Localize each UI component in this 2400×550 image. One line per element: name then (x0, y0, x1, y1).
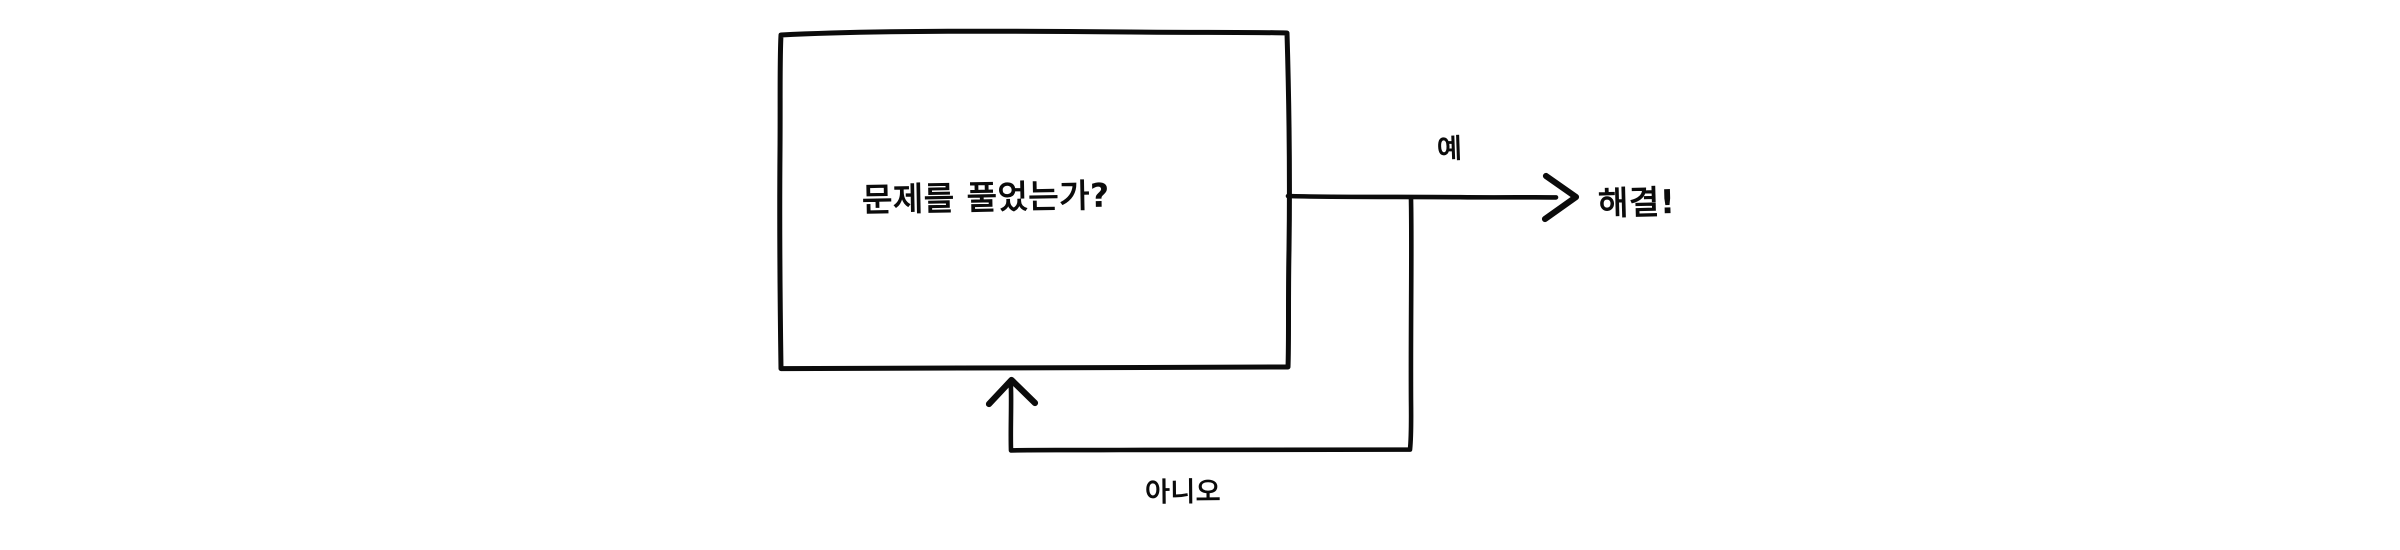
decision-box-label: 문제를 풀었는가? (861, 175, 1111, 220)
edge-label-yes: 예 (1436, 133, 1463, 166)
decision-box-shape[interactable] (777, 28, 1292, 372)
edge-yes-arrowhead (1541, 172, 1580, 223)
solved-label: 해결! (1597, 181, 1676, 224)
edge-no-line (1008, 196, 1414, 453)
edge-no-arrowhead (985, 376, 1039, 408)
edge-yes-line (1285, 193, 1559, 200)
edge-label-no: 아니오 (1144, 476, 1222, 509)
